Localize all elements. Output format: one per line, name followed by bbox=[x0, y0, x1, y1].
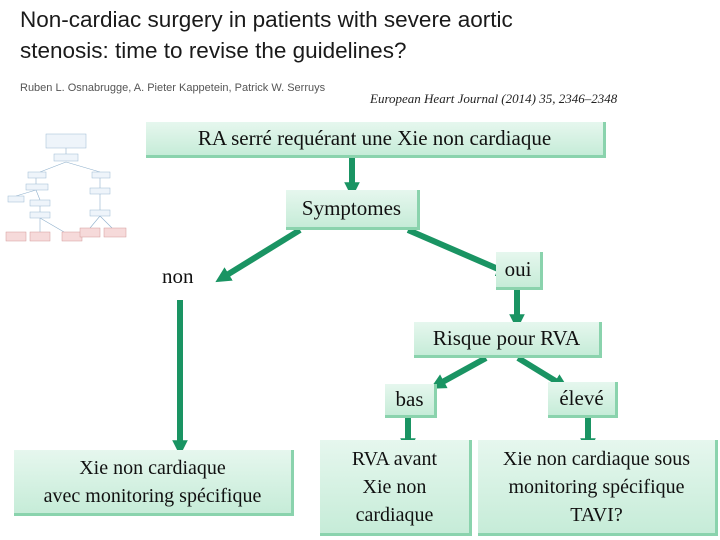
symptoms-node: Symptomes bbox=[286, 190, 420, 230]
low-node-label: bas bbox=[395, 387, 424, 411]
arrow-symptoms-to-yes bbox=[406, 227, 513, 277]
yes-node-label: oui bbox=[504, 257, 532, 281]
arrow-risk-to-low bbox=[430, 355, 488, 389]
arrow-symptoms-to-no bbox=[215, 227, 302, 283]
high-node: élevé bbox=[548, 382, 618, 418]
root-node: RA serré requérant une Xie non cardiaque bbox=[146, 122, 606, 158]
outcome-high-line-1: Xie non cardiaque sous bbox=[502, 447, 691, 470]
outcome-no-line-1: Xie non cardiaque bbox=[79, 456, 226, 479]
outcome-no-line-2: avec monitoring spécifique bbox=[43, 484, 262, 507]
symptoms-node-label: Symptomes bbox=[301, 196, 402, 220]
outcome-low-line-3: cardiaque bbox=[355, 503, 434, 526]
outcome-low-line-2: Xie non bbox=[362, 475, 427, 498]
outcome-low-node: RVA avant Xie non cardiaque bbox=[320, 440, 472, 536]
high-node-label: élevé bbox=[559, 386, 604, 410]
outcome-high-line-3: TAVI? bbox=[570, 503, 623, 526]
low-node: bas bbox=[385, 384, 437, 418]
outcome-high-line-2: monitoring spécifique bbox=[508, 475, 685, 498]
risk-node: Risque pour RVA bbox=[414, 322, 602, 358]
title-line-1: Non-cardiac surgery in patients with sev… bbox=[20, 7, 513, 32]
arrow-risk-to-high bbox=[516, 355, 569, 390]
outcome-low-line-1: RVA avant bbox=[351, 447, 438, 470]
figure-thumbnail bbox=[5, 133, 127, 242]
outcome-high-node: Xie non cardiaque sous monitoring spécif… bbox=[478, 440, 718, 536]
article-title: Non-cardiac surgery in patients with sev… bbox=[20, 4, 620, 66]
yes-node: oui bbox=[496, 252, 543, 290]
title-line-2: stenosis: time to revise the guidelines? bbox=[20, 38, 407, 63]
outcome-no-node: Xie non cardiaque avec monitoring spécif… bbox=[14, 450, 294, 516]
article-authors: Ruben L. Osnabrugge, A. Pieter Kappetein… bbox=[20, 82, 326, 94]
risk-node-label: Risque pour RVA bbox=[432, 326, 581, 350]
journal-citation: European Heart Journal (2014) 35, 2346–2… bbox=[370, 91, 618, 106]
root-node-label: RA serré requérant une Xie non cardiaque bbox=[197, 126, 552, 150]
no-label: non bbox=[162, 264, 194, 288]
